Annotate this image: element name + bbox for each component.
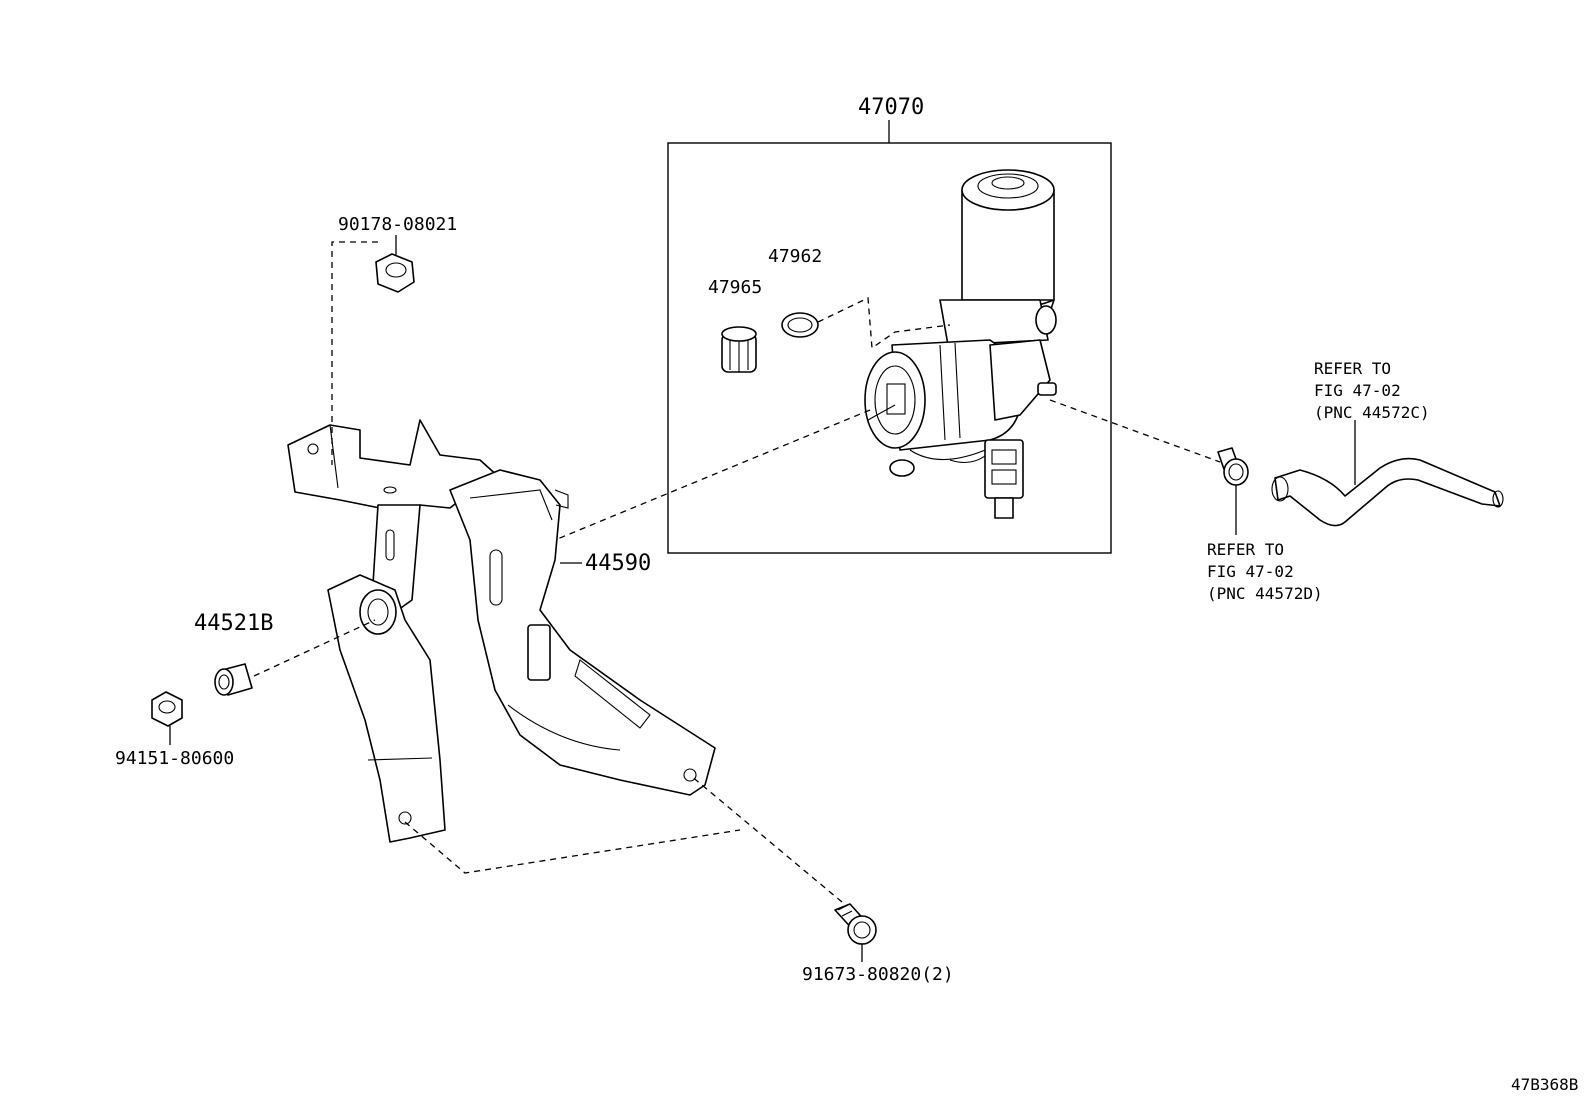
diagram-id: 47B368B xyxy=(1511,1075,1578,1094)
ref-upper-line3: (PNC 44572C) xyxy=(1314,403,1430,422)
label-nut-top[interactable]: 90178-08021 xyxy=(338,214,457,235)
nut-top-part[interactable] xyxy=(375,253,415,293)
hose-part[interactable] xyxy=(1271,457,1504,527)
label-bracket[interactable]: 44590 xyxy=(585,551,651,576)
pump-motor[interactable] xyxy=(939,169,1057,346)
label-pump-assembly[interactable]: 47070 xyxy=(858,95,924,120)
clamp-part[interactable] xyxy=(1217,447,1249,486)
ref-lower-line1: REFER TO xyxy=(1207,540,1284,559)
label-filter[interactable]: 47965 xyxy=(708,277,762,298)
seal-ring-part[interactable] xyxy=(781,312,819,338)
pump-connector[interactable] xyxy=(949,439,1024,519)
collar-part[interactable] xyxy=(214,663,253,696)
dash-seal-to-pump xyxy=(817,297,951,350)
label-seal-ring[interactable]: 47962 xyxy=(768,246,822,267)
nut-bottom-part[interactable] xyxy=(151,691,183,727)
dash-bolt-to-bracket xyxy=(689,774,843,903)
dash-pump-to-clamp xyxy=(1049,399,1221,463)
dash-collar xyxy=(253,619,376,677)
ref-upper-line1: REFER TO xyxy=(1314,359,1391,378)
label-bolt[interactable]: 91673-80820(2) xyxy=(802,964,954,985)
bolt-part[interactable] xyxy=(834,903,877,945)
dash-pump-to-bracket xyxy=(554,409,871,541)
ref-lower-line2: FIG 47-02 xyxy=(1207,562,1294,581)
dash-bracket-holes xyxy=(404,821,741,874)
bracket-part[interactable] xyxy=(287,419,716,843)
ref-upper-line2: FIG 47-02 xyxy=(1314,381,1401,400)
ref-lower-line3: (PNC 44572D) xyxy=(1207,584,1323,603)
pump-body[interactable] xyxy=(864,339,1057,477)
label-collar[interactable]: 44521B xyxy=(194,611,273,636)
label-nut-bottom[interactable]: 94151-80600 xyxy=(115,748,234,769)
dash-nut-top xyxy=(331,241,378,465)
filter-part[interactable] xyxy=(721,326,757,373)
